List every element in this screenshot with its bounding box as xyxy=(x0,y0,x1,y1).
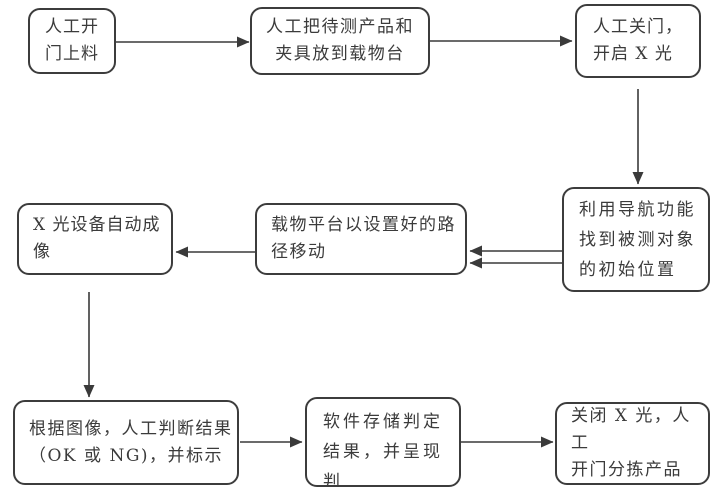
node-close-door-xray-on: 人工关门， 开启 X 光 xyxy=(575,4,701,78)
node-software-store-result: 软件存储判定 结果，并呈现判 定结果图 xyxy=(305,397,461,487)
node-xray-off-sort-product: 关闭 X 光，人工 开门分拣产品 xyxy=(555,402,710,485)
node-platform-move-set-path: 载物平台以设置好的路 径移动 xyxy=(255,203,467,275)
node-label: 人工开 门上料 xyxy=(45,17,99,64)
node-manual-judge-result: 根据图像，人工判断结果 （OK 或 NG)，并标示 xyxy=(13,400,239,485)
node-label: X 光设备自动成 像 xyxy=(33,215,161,262)
node-xray-auto-imaging: X 光设备自动成 像 xyxy=(17,203,173,275)
node-label: 关闭 X 光，人工 开门分拣产品 xyxy=(571,406,691,480)
node-navigate-initial-position: 利用导航功能 找到被测对象 的初始位置 xyxy=(562,187,710,292)
node-manual-open-door-load: 人工开 门上料 xyxy=(28,8,116,74)
node-label: 载物平台以设置好的路 径移动 xyxy=(271,215,456,262)
node-label: 软件存储判定 结果，并呈现判 定结果图 xyxy=(323,412,443,487)
node-label: 人工把待测产品和 夹具放到载物台 xyxy=(266,17,414,64)
node-label: 人工关门， 开启 X 光 xyxy=(593,17,683,64)
node-label: 利用导航功能 找到被测对象 的初始位置 xyxy=(579,199,696,280)
node-place-product-on-stage: 人工把待测产品和 夹具放到载物台 xyxy=(250,7,430,75)
node-label: 根据图像，人工判断结果 （OK 或 NG)，并标示 xyxy=(29,418,233,466)
